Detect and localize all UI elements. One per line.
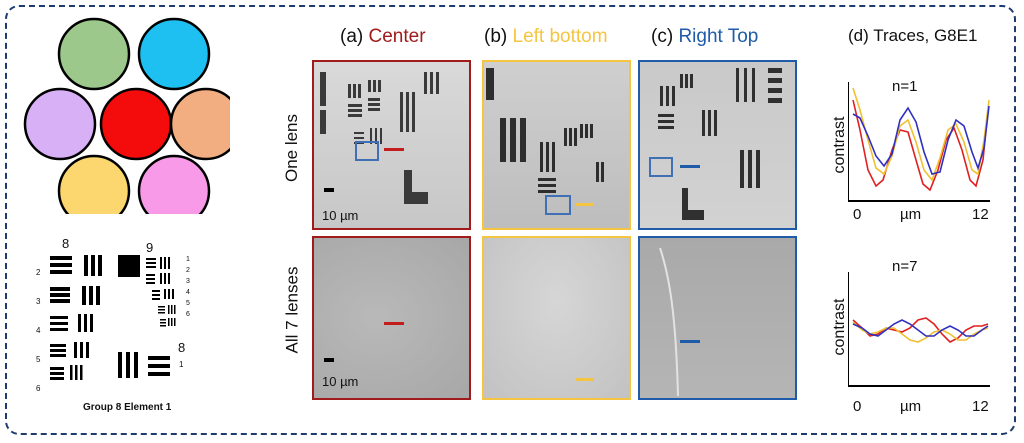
column-title-center: (a) Center (340, 26, 426, 47)
group-8-label: 8 (62, 236, 70, 251)
target-caption: Group 8 Element 1 (83, 402, 172, 413)
traces-title: (d) Traces, G8E1 (848, 26, 978, 45)
column-title-right-top: (c) Right Top (651, 26, 759, 47)
lens-center (99, 87, 173, 161)
ylabel-n7: contrast (831, 298, 848, 356)
xlabel-n1: µm (900, 206, 922, 223)
figure-frame (5, 5, 1016, 435)
lens-array (23, 17, 230, 214)
lens-bottom-left (57, 154, 131, 214)
trace-red (852, 99, 989, 192)
panel-leftbottom-one-lens (482, 60, 631, 230)
row-label-all-lenses: All 7 lenses (282, 266, 302, 354)
trace-label-n7: n=7 (892, 258, 918, 275)
trace-yellow (852, 87, 990, 182)
panel-center-one-lens: 10 µm (312, 60, 471, 230)
group-9-label: 9 (146, 240, 154, 255)
trace-blue (852, 319, 989, 337)
lens-mid-left (23, 87, 97, 161)
row-label-one-lens: One lens (282, 113, 301, 183)
xmin-n7: 0 (853, 398, 862, 415)
ylabel-n1: contrast (831, 116, 848, 174)
element-numbers-left: 2 3 4 5 6 (36, 268, 41, 393)
panel-center-all-lenses: 10 µm (312, 236, 471, 400)
trace-blue (852, 105, 990, 175)
usaf-bars (50, 255, 176, 380)
usaf-target: 8 9 2 3 4 5 6 1 2 3 4 5 6 (36, 236, 206, 393)
trace-plot-n7 (848, 272, 990, 387)
scalebar-label: 10 µm (322, 374, 359, 389)
scalebar-label: 10 µm (322, 208, 359, 223)
group-8-small-element: 1 (179, 360, 184, 369)
panel-leftbottom-all-lenses (482, 236, 631, 400)
trace-label-n1: n=1 (892, 78, 918, 95)
lens-bottom-right (137, 154, 211, 214)
xmax-n1: 12 (972, 206, 989, 223)
panel-righttop-one-lens (638, 60, 797, 230)
group-8-small-label: 8 (178, 340, 186, 355)
trace-red (852, 317, 989, 343)
lens-mid-right (169, 87, 230, 161)
column-title-left-bottom: (b) Left bottom (484, 26, 608, 47)
xmin-n1: 0 (853, 206, 862, 223)
element-numbers-right: 1 2 3 4 5 6 (186, 256, 190, 318)
lens-top-left (57, 17, 131, 91)
trace-yellow (852, 321, 989, 343)
lens-top-right (137, 17, 211, 91)
panel-righttop-all-lenses (638, 236, 797, 400)
trace-plot-n1 (848, 82, 990, 202)
xmax-n7: 12 (972, 398, 989, 415)
xlabel-n7: µm (900, 398, 922, 415)
